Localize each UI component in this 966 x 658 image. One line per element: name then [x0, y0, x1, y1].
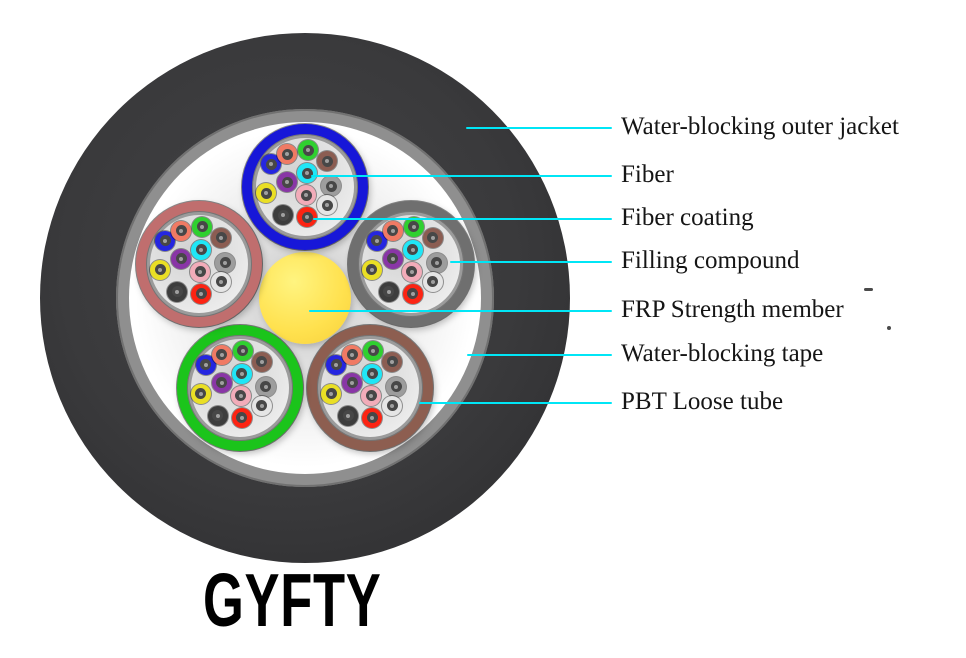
fiber-core-blue-aqua	[305, 171, 309, 175]
stray-mark-0	[864, 288, 873, 291]
frp-strength-member	[259, 252, 351, 344]
fiber-core-green-red	[239, 415, 244, 420]
fiber-core-blue-orange	[285, 152, 289, 156]
fiber-core-blue-rose	[304, 193, 308, 197]
fiber-core-slate-green	[411, 224, 416, 229]
fiber-core-slate-aqua	[410, 247, 415, 252]
part-label-6: PBT Loose tube	[621, 388, 784, 415]
fiber-core-slate-yellow	[369, 267, 374, 272]
fiber-core-brown-red	[370, 415, 375, 420]
fiber-core-brown-white	[390, 403, 395, 408]
fiber-core-green-white	[259, 403, 264, 408]
fiber-core-slate-blue	[374, 238, 379, 243]
fiber-core-red-yellow	[158, 267, 163, 272]
fiber-core-brown-aqua	[370, 371, 375, 376]
fiber-core-slate-orange	[390, 228, 395, 233]
fiber-core-slate-white	[430, 279, 435, 284]
fiber-core-red-green	[200, 224, 205, 229]
fiber-core-blue-green	[306, 148, 310, 152]
fiber-core-red-slate	[223, 260, 228, 265]
fiber-core-red-blue	[163, 238, 168, 243]
leader-line-0	[466, 127, 612, 129]
part-label-0: Water-blocking outer jacket	[621, 113, 899, 140]
fiber-core-blue-violet	[285, 180, 289, 184]
leader-line-5	[467, 354, 612, 356]
fiber-core-brown-orange	[350, 352, 355, 357]
fiber-core-slate-black	[386, 289, 391, 294]
stray-mark-1	[887, 326, 891, 330]
fiber-core-blue-brown	[325, 159, 329, 163]
fiber-core-green-green	[240, 348, 245, 353]
fiber-core-red-red	[199, 291, 204, 296]
fiber-core-red-aqua	[199, 247, 204, 252]
part-label-3: Filling compound	[621, 247, 800, 274]
fiber-core-blue-blue	[269, 162, 273, 166]
leader-line-2	[313, 218, 612, 220]
fiber-core-brown-black	[346, 413, 351, 418]
part-label-1: Fiber	[621, 161, 674, 188]
fiber-core-brown-rose	[369, 393, 374, 398]
leader-line-1	[311, 175, 612, 177]
fiber-core-green-orange	[219, 352, 224, 357]
part-label-5: Water-blocking tape	[621, 340, 824, 367]
leader-line-3	[450, 261, 612, 263]
fiber-core-brown-slate	[394, 384, 399, 389]
fiber-core-brown-yellow	[329, 391, 334, 396]
fiber-core-red-orange	[179, 228, 184, 233]
fiber-core-green-aqua	[239, 371, 244, 376]
fiber-core-brown-blue	[334, 362, 339, 367]
fiber-core-blue-black	[281, 213, 285, 217]
fiber-core-blue-yellow	[264, 191, 268, 195]
fiber-core-slate-slate	[434, 260, 439, 265]
fiber-core-green-violet	[219, 380, 224, 385]
leader-line-4	[309, 310, 612, 312]
cable-type-title: GYFTY	[203, 558, 382, 642]
part-label-4: FRP Strength member	[621, 296, 844, 323]
fiber-core-green-brown	[259, 359, 264, 364]
fiber-core-blue-red	[305, 215, 309, 219]
fiber-core-red-rose	[198, 269, 203, 274]
fiber-core-red-white	[219, 279, 224, 284]
fiber-core-red-brown	[219, 235, 224, 240]
leader-line-6	[419, 402, 612, 404]
fiber-core-green-blue	[203, 362, 208, 367]
fiber-core-slate-rose	[409, 269, 414, 274]
fiber-core-brown-green	[371, 348, 376, 353]
fiber-core-red-violet	[179, 256, 184, 261]
fiber-core-blue-slate	[329, 184, 333, 188]
part-label-2: Fiber coating	[621, 204, 754, 231]
fiber-core-slate-violet	[390, 256, 395, 261]
fiber-core-slate-red	[410, 291, 415, 296]
fiber-core-green-black	[215, 413, 220, 418]
fiber-core-green-rose	[238, 393, 243, 398]
fiber-core-brown-violet	[350, 380, 355, 385]
fiber-core-green-yellow	[198, 391, 203, 396]
fiber-core-red-black	[175, 289, 180, 294]
fiber-core-blue-white	[325, 203, 329, 207]
fiber-core-green-slate	[263, 384, 268, 389]
fiber-core-brown-brown	[390, 359, 395, 364]
fiber-core-slate-brown	[430, 235, 435, 240]
